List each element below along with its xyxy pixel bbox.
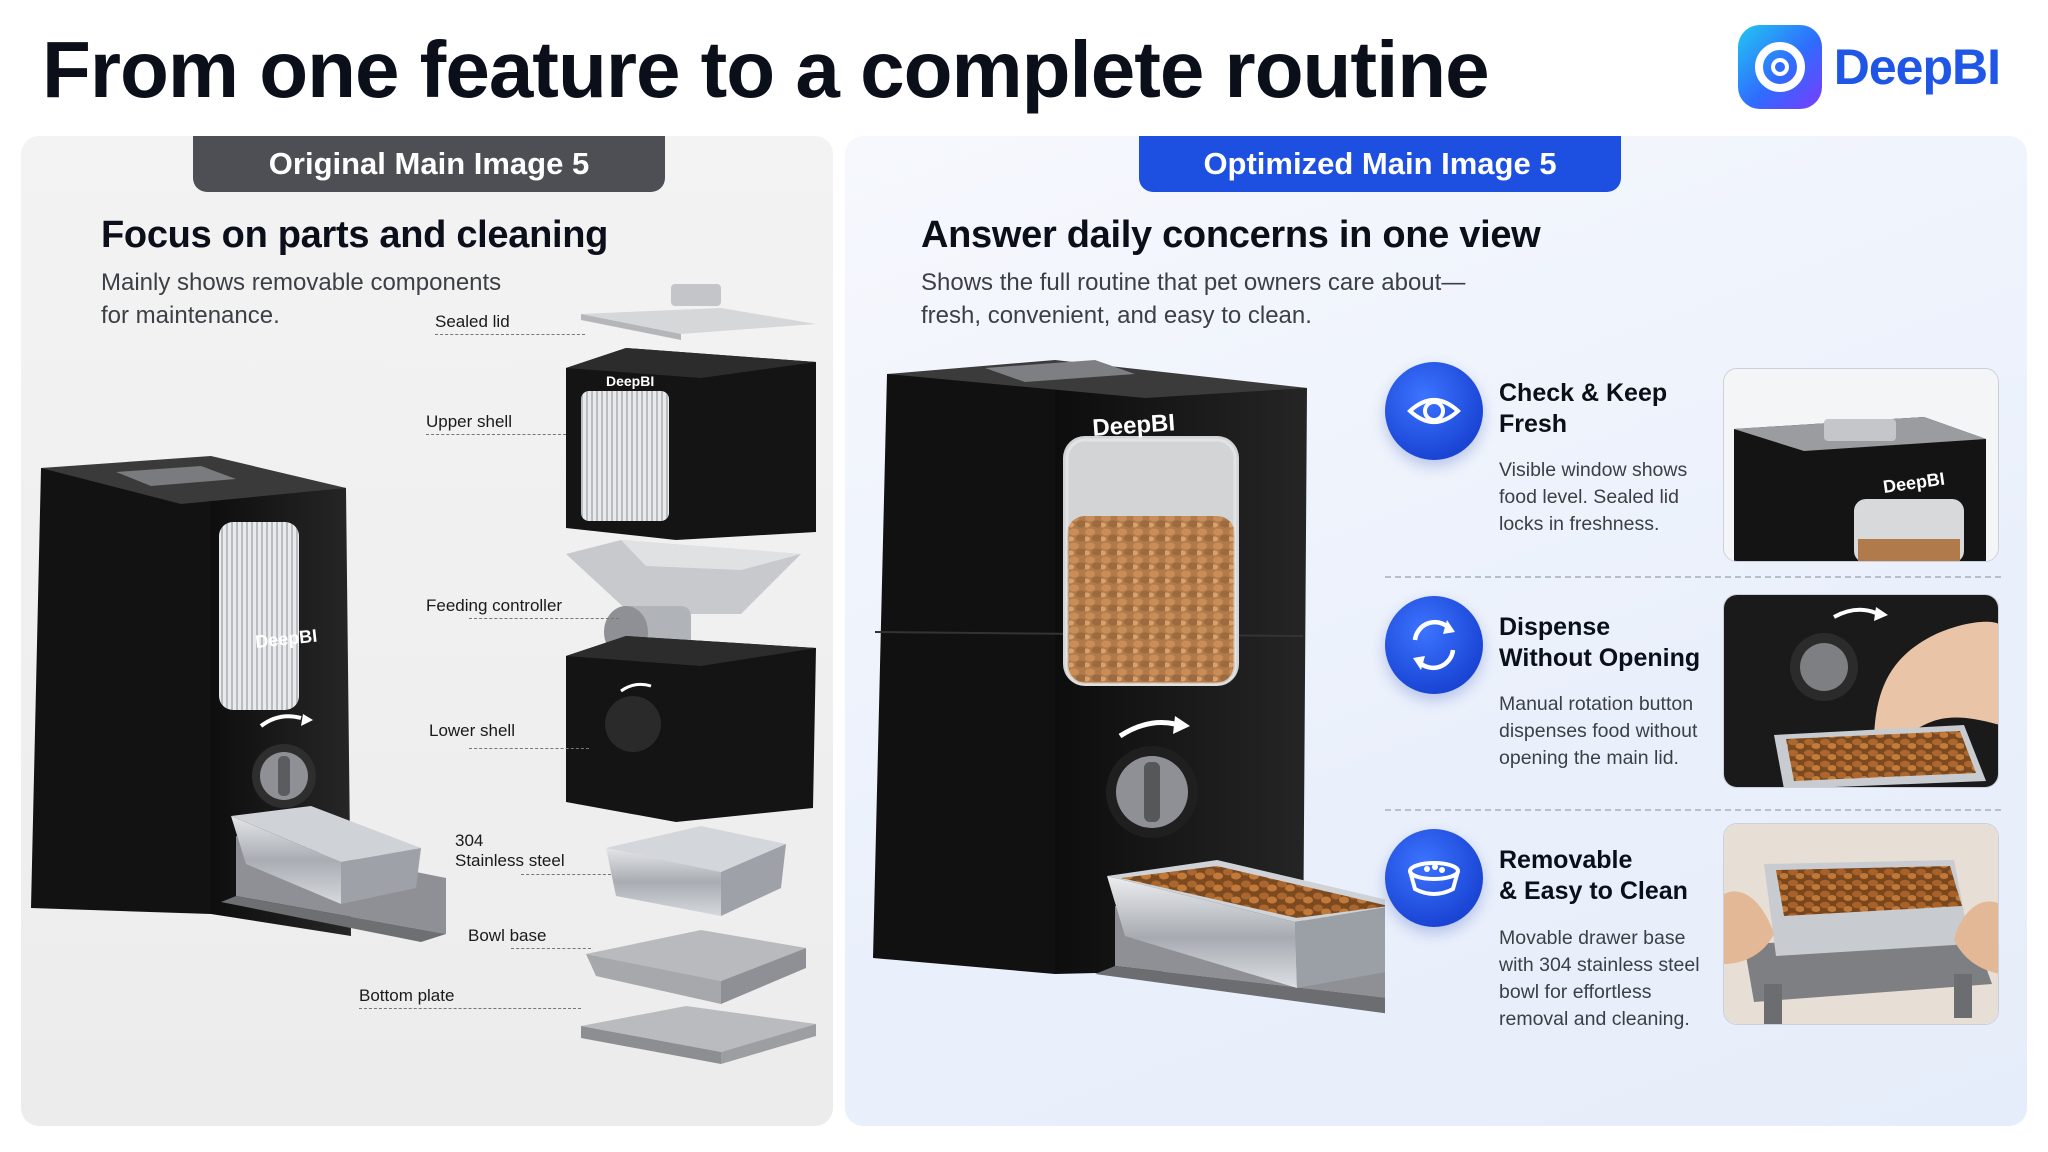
callout-bottom-plate: Bottom plate bbox=[359, 986, 455, 1005]
sealed-lid-part bbox=[581, 308, 816, 334]
brand-logo-icon bbox=[1737, 25, 1822, 109]
callout-feeding-controller: Feeding controller bbox=[426, 596, 563, 615]
feature-desc-line1: Visible window shows bbox=[1499, 459, 1688, 481]
leader-stainless bbox=[521, 874, 611, 875]
leader-bowl-base bbox=[511, 948, 591, 949]
callout-bowl-base: Bowl base bbox=[468, 926, 547, 945]
bowl-base-part bbox=[586, 930, 806, 981]
feature-desc-line3: bowl for effortless bbox=[1499, 981, 1652, 1003]
feature-desc-line2: food level. Sealed lid bbox=[1499, 486, 1679, 508]
feature-clean: Removable & Easy to Clean Movable drawer… bbox=[1385, 823, 2025, 1039]
dispense-closeup-image bbox=[1723, 594, 1999, 788]
leader-feeding-controller bbox=[469, 618, 619, 619]
leader-upper-shell bbox=[426, 434, 566, 435]
feature-desc-line2: dispenses food without bbox=[1499, 720, 1698, 742]
page-title: From one feature to a complete routine bbox=[42, 25, 1490, 114]
original-subtitle-line1: Mainly shows removable components bbox=[101, 269, 502, 296]
optimized-heading: Answer daily concerns in one view bbox=[921, 214, 1541, 256]
feature-desc-line2: with 304 stainless steel bbox=[1499, 954, 1700, 976]
original-panel: Original Main Image 5 Focus on parts and… bbox=[21, 136, 833, 1126]
feature-desc-line3: opening the main lid. bbox=[1499, 747, 1679, 769]
original-subtitle-line2: for maintenance. bbox=[101, 302, 280, 329]
leader-lower-shell bbox=[469, 748, 589, 749]
feature-dispense: Dispense Without Opening Manual rotation… bbox=[1385, 594, 2025, 806]
feature-separator bbox=[1385, 576, 2001, 578]
stainless-bowl-part bbox=[606, 826, 786, 872]
optimized-panel: Optimized Main Image 5 Answer daily conc… bbox=[845, 136, 2027, 1126]
rotate-icon bbox=[1385, 596, 1483, 694]
feature-desc-line3: locks in freshness. bbox=[1499, 513, 1660, 535]
optimized-subtitle-line2: fresh, convenient, and easy to clean. bbox=[921, 302, 1312, 329]
optimized-feeder-logo: DeepBI bbox=[1092, 409, 1176, 442]
callout-stainless-line2: Stainless steel bbox=[455, 851, 565, 870]
fresh-closeup-image: DeepBI bbox=[1723, 368, 1999, 562]
leader-bottom-plate bbox=[359, 1008, 581, 1009]
bowl-icon bbox=[1385, 829, 1483, 927]
feature-fresh: Check & Keep Fresh Visible window shows … bbox=[1385, 362, 2025, 572]
upper-shell-logo: DeepBI bbox=[606, 373, 654, 389]
feature-title-line1: Removable bbox=[1499, 846, 1633, 874]
brand-name: DeepBI bbox=[1833, 39, 2001, 95]
feature-title-line2: Without Opening bbox=[1499, 644, 1701, 672]
exploded-parts-illustration: DeepBI bbox=[566, 284, 816, 1064]
feature-title-line1: Dispense bbox=[1499, 613, 1611, 641]
feature-title-line2: & Easy to Clean bbox=[1499, 877, 1688, 905]
brand: DeepBI bbox=[1737, 24, 2001, 110]
clean-closeup-image bbox=[1723, 823, 1999, 1025]
feature-desc-line4: removal and cleaning. bbox=[1499, 1008, 1690, 1030]
tab-optimized: Optimized Main Image 5 bbox=[1139, 136, 1621, 192]
callout-lower-shell: Lower shell bbox=[429, 721, 515, 740]
callout-stainless-line1: 304 bbox=[455, 831, 484, 850]
optimized-feeder-illustration: DeepBI bbox=[873, 360, 1385, 1014]
leader-sealed-lid bbox=[435, 334, 585, 335]
tab-original: Original Main Image 5 bbox=[193, 136, 665, 192]
bottom-plate-part bbox=[581, 1006, 816, 1052]
feature-title-line2: Fresh bbox=[1499, 410, 1568, 438]
feature-separator bbox=[1385, 809, 2001, 811]
original-heading: Focus on parts and cleaning bbox=[101, 214, 609, 256]
feature-desc-line1: Movable drawer base bbox=[1499, 927, 1686, 949]
callout-upper-shell: Upper shell bbox=[426, 412, 512, 431]
feature-title-line1: Check & Keep bbox=[1499, 379, 1668, 407]
callout-sealed-lid: Sealed lid bbox=[435, 312, 510, 331]
optimized-subtitle-line1: Shows the full routine that pet owners c… bbox=[921, 269, 1466, 296]
assembled-feeder-illustration: DeepBI bbox=[31, 456, 446, 942]
lower-shell-part bbox=[566, 636, 816, 822]
feature-desc-line1: Manual rotation button bbox=[1499, 693, 1694, 715]
eye-icon bbox=[1385, 362, 1483, 460]
